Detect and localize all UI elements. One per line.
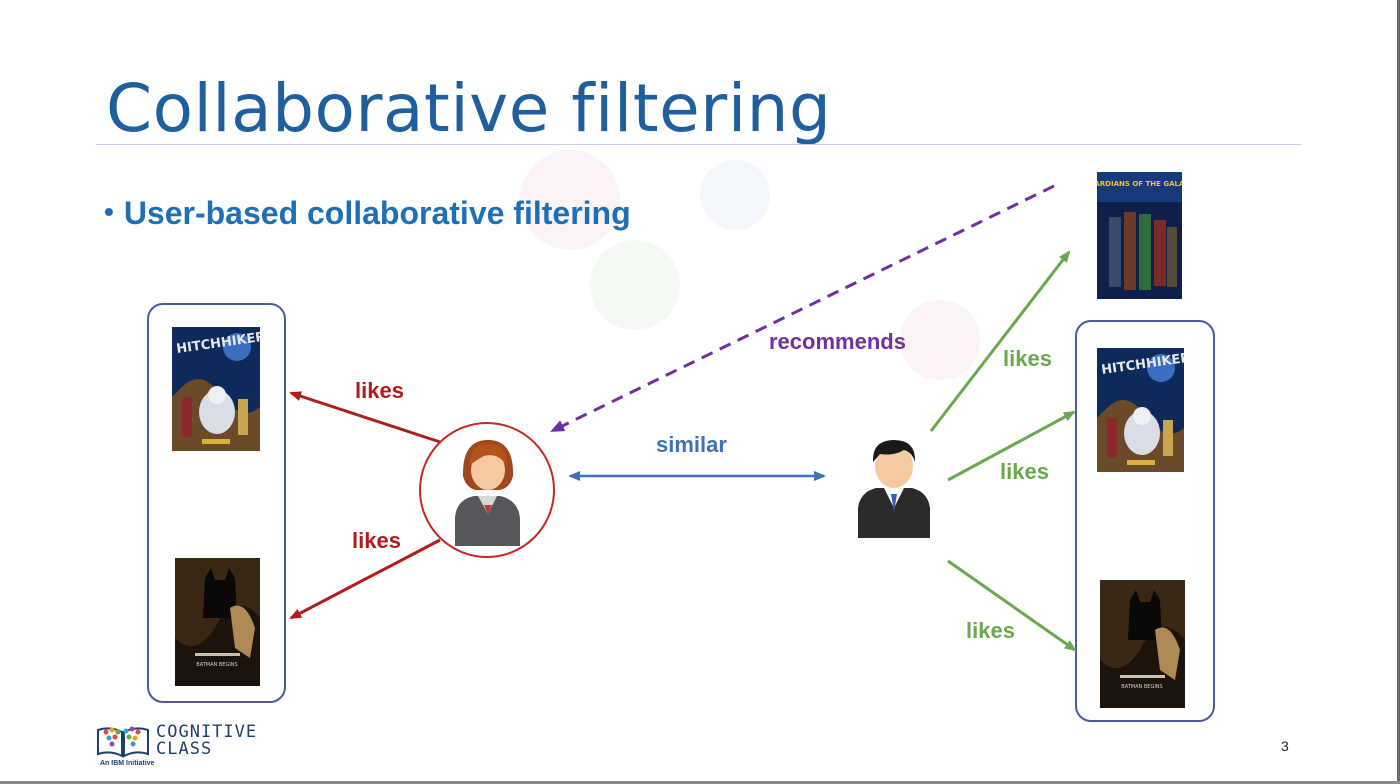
guardians-poster: GUARDIANS OF THE GALAXY xyxy=(1097,172,1182,299)
left-user-movies-box xyxy=(147,303,286,703)
batman-poster-right: BATMAN BEGINS xyxy=(1100,580,1185,708)
title-divider xyxy=(96,144,1301,145)
likes-label-bottom-left: likes xyxy=(352,528,401,553)
likes-label-top-left: likes xyxy=(355,378,404,403)
hitchhiker-poster-right: HITCHHIKER xyxy=(1097,348,1184,472)
bullet-item: • User-based collaborative filtering xyxy=(104,195,631,232)
window-edge-bottom xyxy=(0,781,1400,784)
slide-title: Collaborative filtering xyxy=(106,70,832,147)
likes-label-right-3: likes xyxy=(966,618,1015,643)
poster-title: BATMAN BEGINS xyxy=(196,662,237,668)
watermark-blob xyxy=(900,300,980,380)
recommends-label: recommends xyxy=(769,329,906,354)
likes-arrow-bottom-left xyxy=(289,538,441,620)
female-user-icon xyxy=(419,422,555,558)
likes-arrow-right-1 xyxy=(929,250,1071,432)
watermark-blob xyxy=(520,150,620,250)
cognitive-class-logo: COGNITIVE CLASS xyxy=(96,724,257,758)
recommends-arrow xyxy=(550,184,1055,433)
logo-tagline: An IBM Initiative xyxy=(100,760,155,767)
hitchhiker-poster-left: HITCHHIKER xyxy=(172,327,260,451)
window-edge-right xyxy=(1397,0,1400,784)
poster-title: BATMAN BEGINS xyxy=(1121,684,1162,690)
male-user-icon xyxy=(858,440,930,538)
bullet-dot: • xyxy=(104,196,114,227)
similar-label: similar xyxy=(656,432,727,457)
page-number: 3 xyxy=(1281,738,1289,754)
likes-arrow-right-2 xyxy=(947,410,1076,482)
logo-line-2: CLASS xyxy=(156,739,213,759)
likes-arrow-right-3 xyxy=(947,559,1077,652)
bullet-text: User-based collaborative filtering xyxy=(123,195,631,231)
cognitive-class-logo-icon xyxy=(97,726,149,758)
watermark-blob xyxy=(700,160,770,230)
batman-poster-left: BATMAN BEGINS xyxy=(175,558,260,686)
likes-label-right-1: likes xyxy=(1003,346,1052,371)
right-user-movies-box xyxy=(1075,320,1215,722)
poster-title: GUARDIANS OF THE GALAXY xyxy=(1097,180,1182,188)
likes-arrow-top-left xyxy=(289,391,441,444)
likes-label-right-2: likes xyxy=(1000,459,1049,484)
watermark-blob xyxy=(590,240,680,330)
logo-line-1: COGNITIVE xyxy=(156,722,258,742)
